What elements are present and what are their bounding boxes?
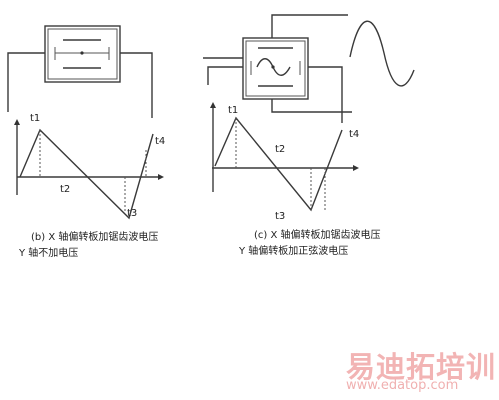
axes-b <box>14 119 164 195</box>
label-t1-c: t1 <box>228 105 238 116</box>
sine-wave-source <box>349 20 415 87</box>
label-t2-b: t2 <box>60 184 70 195</box>
electron-spot-c <box>271 65 275 69</box>
label-t3-b: t3 <box>127 208 137 219</box>
caption-c-line1: (c) X 轴偏转板加锯齿波电压 <box>254 230 381 241</box>
diagram-c: t1 t2 t3 t4 <box>203 14 415 222</box>
electron-spot-b <box>80 51 84 55</box>
caption-b-line1: (b) X 轴偏转板加锯齿波电压 <box>31 232 159 243</box>
label-t1-b: t1 <box>30 113 40 124</box>
label-t2-c: t2 <box>275 144 285 155</box>
caption-b-line2: Y 轴不加电压 <box>19 248 79 259</box>
diagram-b: t1 t2 t3 t4 <box>7 25 165 220</box>
watermark-url: www.edatop.com <box>346 378 459 393</box>
sawtooth-wave-b <box>19 128 154 220</box>
watermark-brand: 易迪拓培训 <box>346 350 497 384</box>
label-t4-c: t4 <box>349 129 359 140</box>
label-t3-c: t3 <box>275 211 285 222</box>
tube-b <box>44 25 121 83</box>
label-t4-b: t4 <box>155 136 165 147</box>
tube-c <box>242 37 309 100</box>
sawtooth-wave-c <box>214 116 343 212</box>
caption-c-line2: Y 轴偏转板加正弦波电压 <box>239 246 349 257</box>
